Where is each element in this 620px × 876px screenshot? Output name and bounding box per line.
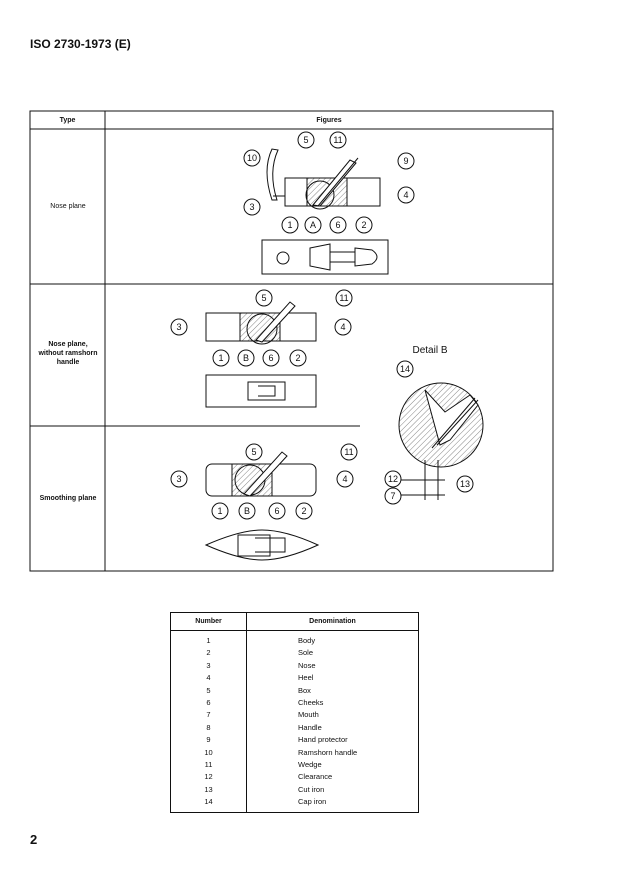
row-type-label: Nose plane	[50, 203, 86, 210]
row-denomination: Sole	[298, 648, 314, 658]
callout: 4	[340, 322, 345, 332]
callout: 2	[301, 506, 306, 516]
row-number: 9	[206, 735, 211, 745]
smoothing-plane-drawing	[204, 451, 320, 561]
row-denomination: Nose	[298, 660, 316, 670]
callout: 5	[251, 447, 256, 457]
callout: A	[310, 220, 316, 230]
row-denomination: Mouth	[298, 710, 319, 720]
row-denomination: Handle	[298, 722, 322, 732]
callout: 3	[176, 322, 181, 332]
callout: 1	[218, 353, 223, 363]
row-number: 1	[206, 636, 211, 645]
callout: 4	[403, 190, 408, 200]
row-type-label: Smoothing plane	[39, 495, 97, 502]
callout: 5	[261, 293, 266, 303]
callout: 11	[339, 293, 348, 303]
callout: 4	[342, 474, 347, 484]
callout: 6	[274, 506, 279, 516]
row-denomination: Wedge	[298, 760, 322, 769]
callout: 11	[333, 135, 342, 145]
col-figures-header: Figures	[316, 117, 342, 124]
row-number: 5	[206, 685, 211, 695]
row-denomination: Clearance	[298, 772, 333, 782]
row-number: 7	[206, 710, 211, 720]
callout: 11	[344, 447, 353, 457]
callout: 2	[295, 353, 300, 363]
callout: 9	[403, 156, 408, 166]
row-number: 11	[204, 760, 213, 769]
figures-table: 10 5 11 9 3 4 1 A 6 2 5 11 3 4 1 B 6 2 5…	[29, 110, 554, 572]
row-number: 10	[204, 747, 213, 757]
col-number-header: Number	[195, 618, 222, 625]
callout: B	[243, 353, 249, 363]
row-number: 3	[206, 660, 211, 670]
fig3-callouts: 5 11 3 4 1 B 6 2	[170, 443, 358, 520]
col-type-header: Type	[59, 117, 76, 124]
callout: 13	[460, 479, 470, 489]
nose-plane-without-handle-drawing	[205, 301, 317, 408]
row-number: 12	[204, 772, 213, 782]
row-number: 14	[204, 797, 213, 807]
row-number: 4	[206, 673, 211, 683]
callout: 3	[176, 474, 181, 484]
callout: 10	[247, 153, 257, 163]
detail-callouts: 14 12 7 13	[384, 360, 474, 505]
row-denomination: Cheeks	[298, 698, 324, 707]
callout: 2	[361, 220, 366, 230]
callout: 3	[249, 202, 254, 212]
row-denomination: Heel	[298, 673, 314, 683]
callout: 6	[268, 353, 273, 363]
col-denomination-header: Denomination	[309, 618, 356, 625]
row-denomination: Hand protector	[298, 735, 348, 745]
fig2-callouts: 5 11 3 4 1 B 6 2	[170, 289, 353, 367]
document-header: ISO 2730-1973 (E)	[30, 37, 131, 51]
callout: 14	[400, 364, 410, 374]
callout: 1	[287, 220, 292, 230]
callout: 12	[388, 474, 398, 484]
callout: 7	[390, 491, 395, 501]
denomination-table: Number Denomination 1 Body 2 Sole 3 Nose 4 Heel…	[170, 612, 419, 813]
page-number: 2	[30, 832, 38, 847]
row-denomination: Cap iron	[298, 797, 327, 807]
row-type-label: Nose plane, without ramshorn handle	[38, 341, 98, 366]
row-denomination: Body	[298, 636, 316, 645]
callout: 1	[217, 506, 222, 516]
fig1-callouts: 10 5 11 9 3 4 1 A 6 2	[243, 131, 415, 234]
callout: B	[244, 506, 250, 516]
nose-plane-drawing	[261, 148, 389, 275]
callout: 5	[303, 135, 308, 145]
row-denomination: Box	[298, 685, 311, 695]
row-number: 8	[206, 722, 211, 732]
detail-b-title: Detail B	[412, 345, 447, 356]
detail-b-drawing	[398, 382, 484, 500]
row-number: 2	[206, 648, 211, 658]
row-denomination: Ramshorn handle	[298, 747, 358, 757]
row-denomination: Cut iron	[298, 784, 325, 794]
row-number: 13	[204, 784, 213, 794]
callout: 6	[335, 220, 340, 230]
row-number: 6	[206, 698, 211, 707]
